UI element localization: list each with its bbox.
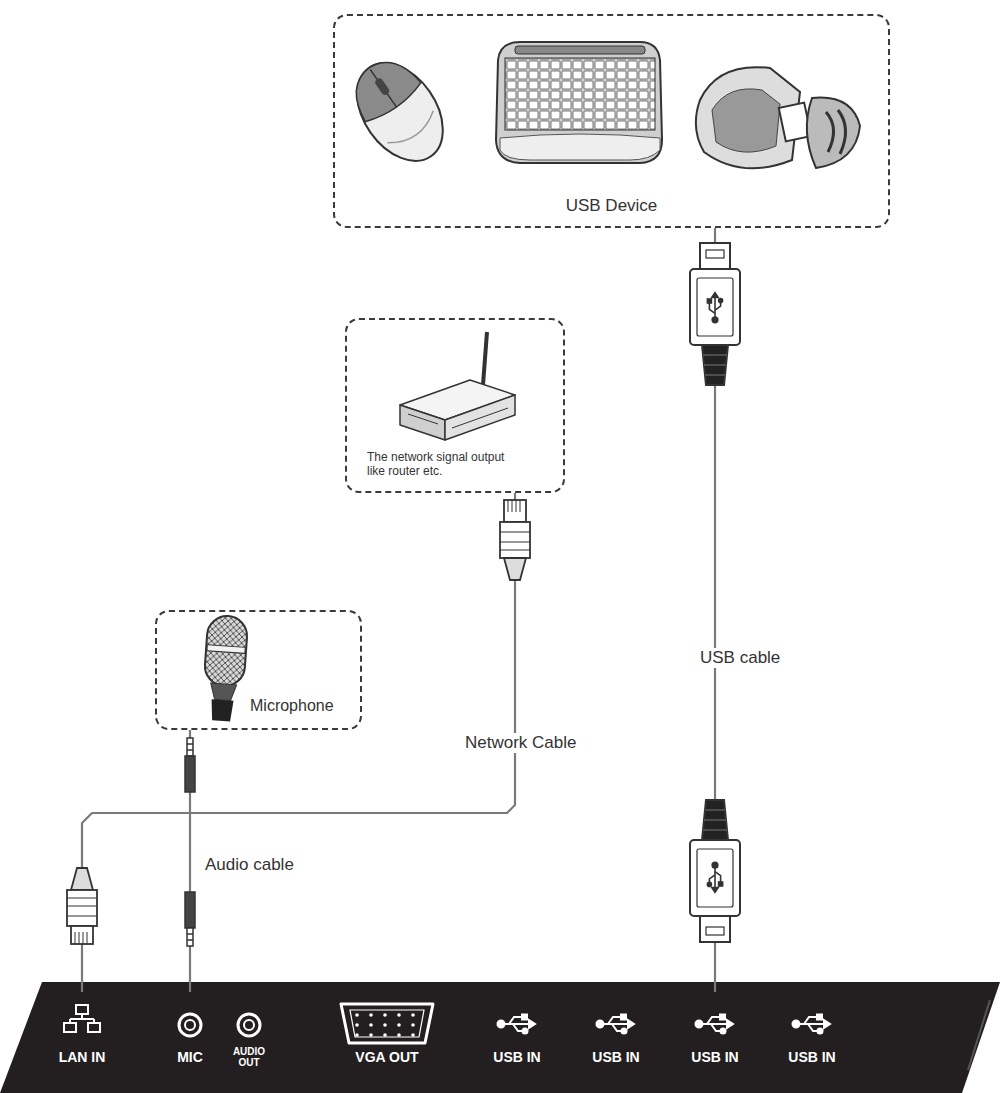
port-label: AUDIO OUT: [229, 1047, 269, 1068]
keyboard-drawing: [496, 42, 662, 163]
audio-plug: [185, 738, 195, 946]
port-label: USB IN: [678, 1050, 752, 1065]
microphone-drawing: [201, 615, 248, 723]
usb-plug: [690, 243, 740, 385]
rj45-plug: [500, 500, 530, 580]
port-label: USB IN: [480, 1050, 554, 1065]
cable: [82, 493, 515, 992]
mic-port: MIC: [167, 992, 213, 1065]
port-label: USB IN: [579, 1050, 653, 1065]
usb-port: USB IN: [775, 992, 849, 1065]
node-label: Microphone: [250, 696, 334, 715]
usb-stick-drawing: [696, 67, 860, 168]
vga-port: VGA OUT: [342, 992, 432, 1065]
port-label: LAN IN: [47, 1050, 117, 1065]
audio-out-port: AUDIO OUT: [229, 992, 269, 1068]
usb-port: USB IN: [480, 992, 554, 1065]
port-label: VGA OUT: [342, 1050, 432, 1065]
mouse-drawing: [340, 47, 461, 177]
router-drawing: [400, 332, 515, 440]
node-label: USB Device: [335, 196, 888, 216]
node-label: The network signal output like router et…: [367, 450, 515, 479]
lan-port: LAN IN: [47, 992, 117, 1065]
router-box: The network signal output like router et…: [345, 318, 565, 493]
cable-label: Network Cable: [462, 733, 580, 753]
microphone-box: Microphone: [155, 610, 362, 730]
device-group-box: USB Device: [333, 14, 890, 228]
cable-label: USB cable: [697, 648, 783, 668]
port-label: USB IN: [775, 1050, 849, 1065]
usb-port: USB IN: [678, 992, 752, 1065]
cable-label: Audio cable: [202, 855, 297, 875]
usb-plug: [690, 800, 740, 942]
connector-panel: [0, 982, 1000, 1093]
rj45-plug: [67, 868, 97, 944]
port-label: MIC: [167, 1050, 213, 1065]
usb-port: USB IN: [579, 992, 653, 1065]
